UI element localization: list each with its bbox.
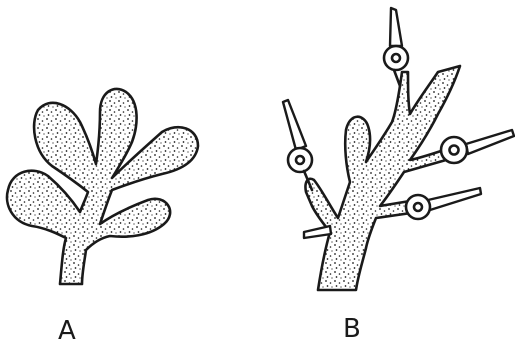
figure-b-thallus (283, 8, 514, 290)
figure-b-cyst-right-mid-center (450, 146, 459, 155)
label-a: A (58, 318, 76, 344)
figure-a-outline (7, 89, 198, 284)
figure-b-spine-left (283, 100, 306, 150)
figure-b-spine-right-low (428, 188, 481, 210)
figure-b-cyst-left-center (296, 156, 304, 164)
figure-b-spine-top (390, 8, 402, 46)
figure-b-stub (304, 226, 331, 238)
figure-b-spine-right-mid (466, 130, 514, 154)
figure-b-cyst-top-center (392, 54, 400, 62)
figure-b-main-axis (305, 66, 460, 290)
figure-b-stalk-top (394, 70, 400, 86)
figure-a-thallus (7, 89, 198, 284)
figure-b-cyst-right-low-center (414, 203, 422, 211)
label-b: B (343, 316, 361, 342)
